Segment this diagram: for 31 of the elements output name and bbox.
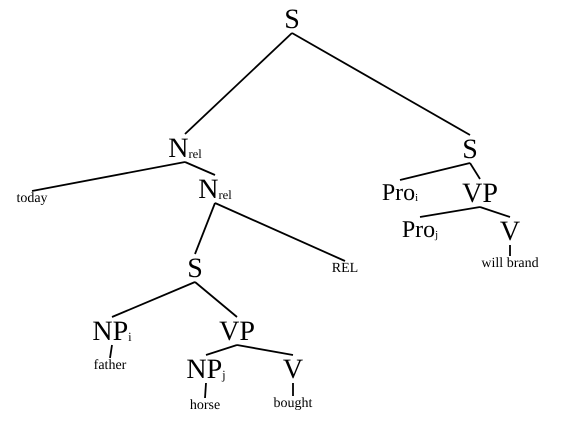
word-label: horse bbox=[188, 399, 222, 413]
category-label: S bbox=[186, 255, 204, 283]
tree-branch bbox=[112, 281, 196, 318]
tree-branch bbox=[194, 281, 238, 318]
category-label: V bbox=[282, 356, 304, 384]
tree-branch bbox=[469, 162, 481, 180]
tree-branch bbox=[204, 382, 207, 398]
word-label: REL bbox=[330, 262, 360, 276]
category-label: S bbox=[283, 6, 301, 34]
tree-branch bbox=[32, 161, 186, 192]
tree-branch bbox=[292, 383, 294, 396]
word-label: today bbox=[15, 192, 49, 206]
tree-branch bbox=[184, 161, 216, 176]
category-label: VP bbox=[218, 318, 256, 346]
category-label: V bbox=[498, 218, 522, 246]
category-label: S bbox=[461, 136, 479, 164]
tree-branch bbox=[292, 32, 470, 136]
tree-branch bbox=[236, 344, 294, 356]
tree-branch bbox=[184, 32, 293, 135]
tree-branch bbox=[109, 344, 113, 358]
tree-branch bbox=[400, 162, 470, 181]
tree-branch bbox=[214, 202, 346, 262]
word-label: will brand bbox=[480, 257, 540, 271]
word-label: bought bbox=[272, 397, 314, 411]
tree-branch bbox=[509, 245, 511, 256]
word-label: father bbox=[92, 359, 128, 373]
category-label: VP bbox=[461, 180, 499, 208]
tree-branch bbox=[420, 206, 480, 218]
tree-branch bbox=[194, 202, 216, 254]
tree-branch bbox=[206, 344, 238, 356]
tree-branch bbox=[480, 206, 510, 218]
